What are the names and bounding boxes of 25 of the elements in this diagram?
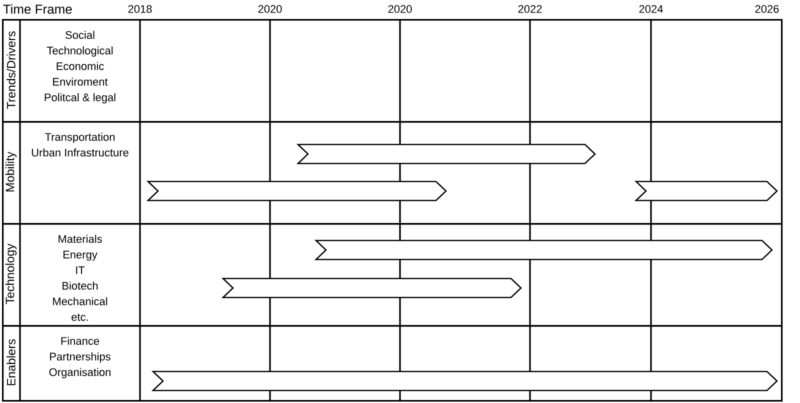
node-label: Social [66,30,94,39]
node-label: Economic [56,62,104,70]
node-label: Energy [63,250,98,261]
chevron-bar [221,278,522,298]
row-header: Enablers [6,339,16,386]
category-list: Social Technological Economic Enviroment Politcal & legal [44,30,116,104]
chevron-bar [151,370,778,392]
row-header: Trends/Drivers [6,31,16,109]
category-list: Transportation Urban Infrastructure [32,132,128,156]
chevron-bar [296,144,596,164]
node-label: etc. [72,314,88,321]
chevron-bar [634,180,778,202]
node-label: IT [76,266,85,274]
category-list: Finance Partnerships Organisation [49,336,110,378]
node-label: Materials [58,234,102,243]
node-label: Mechanical [53,297,108,306]
node-label: Enviroment [53,78,108,86]
node-label: Biotech [62,282,98,290]
chevron-bar [314,240,773,260]
row-header: Technology [5,244,17,304]
row-header: Mobility [5,152,17,192]
node-label: Technological [46,46,113,57]
node-label: Politcal & legal [44,93,116,104]
category-list: Materials Energy IT Biotech Mechanical etc. [53,234,108,321]
chevron-bar [146,180,447,202]
